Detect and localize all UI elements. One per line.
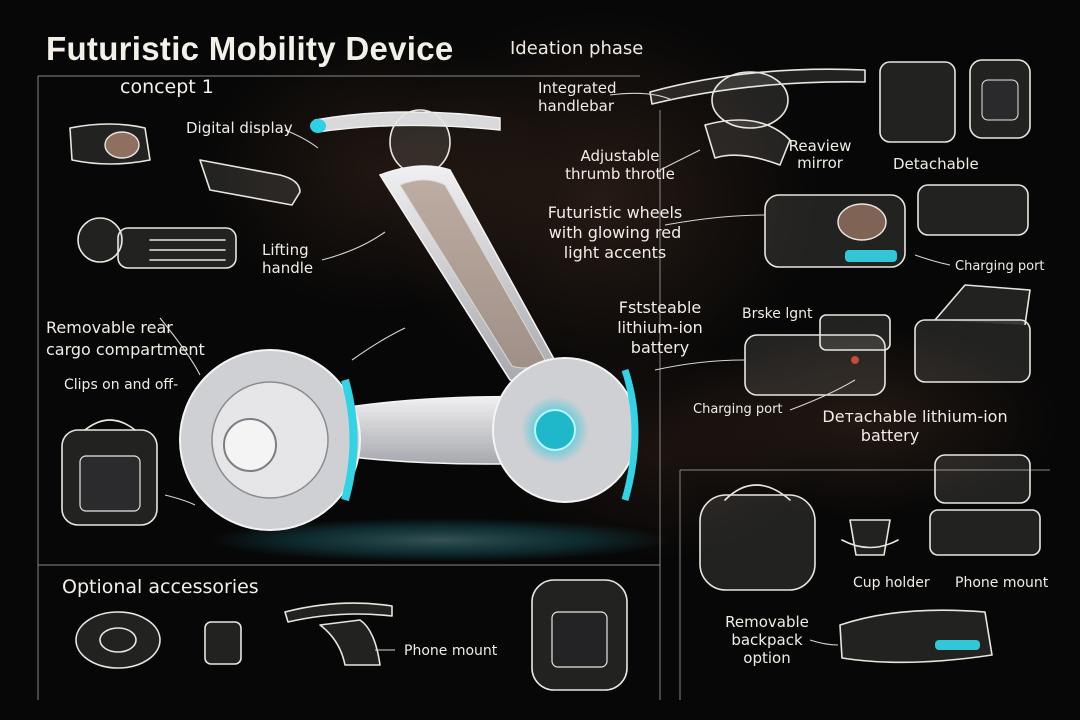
label-lifting-1: Lifting (262, 242, 309, 259)
label-backpack-1: Removable (712, 614, 822, 631)
concept-label: concept 1 (120, 76, 214, 98)
label-cargo-2: cargo compartment (46, 340, 205, 359)
stem-screen (400, 180, 545, 368)
lifting-handle-sketch (78, 218, 236, 268)
mirror-display (390, 110, 450, 174)
battery-pack-top-sketch (765, 185, 1028, 267)
digital-display-sketch (70, 124, 150, 164)
page-subtitle: Ideation phase (510, 38, 643, 59)
label-battery-2: lithium-ion (600, 318, 720, 337)
page-title: Futuristic Mobility Device (46, 30, 454, 68)
front-hub (535, 410, 575, 450)
label-mirror-2: mirror (780, 155, 860, 172)
label-mirror-1: Reaview (780, 138, 860, 155)
accessory-backpack-sketch (532, 580, 627, 690)
label-detachable-battery-1: Deтachable lithium-ion (815, 407, 1015, 426)
label-lifting-2: handle (262, 260, 313, 277)
label-clips: Clips on and off- (64, 377, 178, 394)
accessory-handlebar-sketch (285, 603, 392, 665)
label-wheels-1: Futuristic wheels (540, 203, 690, 222)
label-charging-port-top: Charging port (955, 258, 1045, 275)
label-cargo-1: Removable rear (46, 318, 173, 337)
throttle-sketch (200, 160, 300, 205)
brake-light-pack-sketch (745, 315, 890, 395)
label-wheels-2: with glowing red (540, 223, 690, 242)
label-battery-1: Fststeable (600, 298, 720, 317)
cup-holder-sketch (842, 520, 898, 555)
phone-mount-sketch (930, 455, 1040, 555)
backpack-option-sketch (840, 610, 992, 662)
label-throttle-2: thrumb throtle (555, 166, 685, 183)
accessory-cup-sketch (205, 622, 241, 664)
backpack-right-sketch (700, 485, 815, 590)
label-battery-3: battery (600, 338, 720, 357)
label-throttle-1: Adjustable (560, 148, 680, 165)
label-digital-display: Digital display (186, 120, 293, 137)
label-phone-mount-bottom: Phone mount (404, 643, 497, 660)
label-backpack-2: backpack (712, 632, 822, 649)
label-brake-light: Brske lgnt (742, 306, 812, 323)
accessories-heading: Optional accessories (62, 576, 259, 598)
detachable-bag-sketch (880, 60, 1030, 142)
label-detachable: Detachable (893, 156, 979, 173)
label-cup-holder: Cup holder (853, 575, 930, 592)
label-integrated-1: Integrated (538, 80, 617, 97)
rear-wheel-cap (224, 419, 276, 471)
accessory-helmet-sketch (76, 612, 160, 668)
handlebar-glow-tip (310, 119, 326, 133)
cargo-compartment-sketch (62, 420, 157, 525)
label-charging-port-mid: Charging port (693, 401, 783, 418)
open-battery-case-sketch (915, 285, 1030, 382)
label-backpack-3: option (712, 650, 822, 667)
label-wheels-3: light accents (540, 243, 690, 262)
label-phone-mount-right: Phone mount (955, 575, 1048, 592)
label-detachable-battery-2: battery (815, 426, 965, 445)
label-integrated-2: handlebar (538, 98, 614, 115)
